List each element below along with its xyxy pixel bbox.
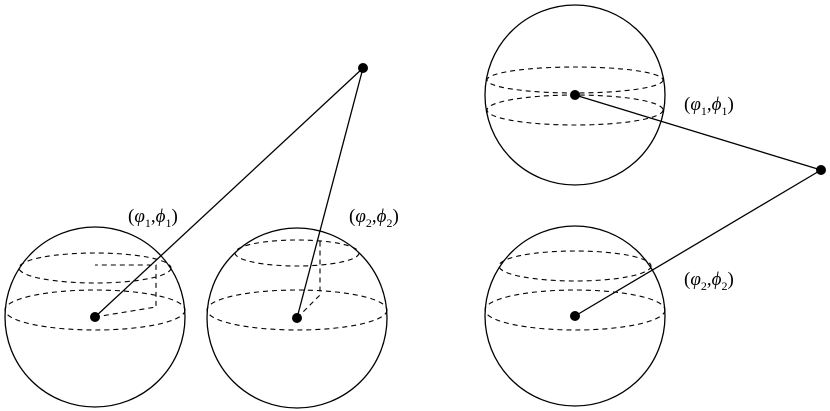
left-panel: (φ1,ϕ1) (φ2,ϕ2) xyxy=(4,63,399,409)
equator-ring xyxy=(4,289,186,331)
equator-ring xyxy=(206,289,388,331)
ray-1 xyxy=(574,94,822,171)
left-sphere-1 xyxy=(4,226,186,408)
sphere-outline xyxy=(4,226,186,408)
sphere-outline xyxy=(484,4,666,186)
right-sphere-bottom xyxy=(484,225,666,407)
latitude-ring-upper xyxy=(234,239,360,267)
external-point xyxy=(358,63,368,73)
projection-guides xyxy=(296,240,321,319)
latitude-ring-upper xyxy=(486,66,664,94)
label-left-second: (φ2,ϕ2) xyxy=(349,206,399,230)
sphere-outline xyxy=(484,225,666,407)
latitude-ring-upper xyxy=(498,250,652,282)
ray-2 xyxy=(296,67,364,319)
sphere-outline xyxy=(206,227,388,409)
external-point xyxy=(816,165,826,175)
latitude-ring-upper xyxy=(18,252,172,284)
label-right-first: (φ1,ϕ1) xyxy=(684,94,734,118)
ray-1 xyxy=(94,67,364,318)
projection-guides xyxy=(94,264,157,318)
equator-ring xyxy=(484,289,666,331)
right-panel: (φ1,ϕ1) (φ2,ϕ2) xyxy=(484,4,826,407)
label-left-first: (φ1,ϕ1) xyxy=(128,206,178,230)
label-right-second: (φ2,ϕ2) xyxy=(684,269,734,293)
ray-2 xyxy=(574,169,822,317)
